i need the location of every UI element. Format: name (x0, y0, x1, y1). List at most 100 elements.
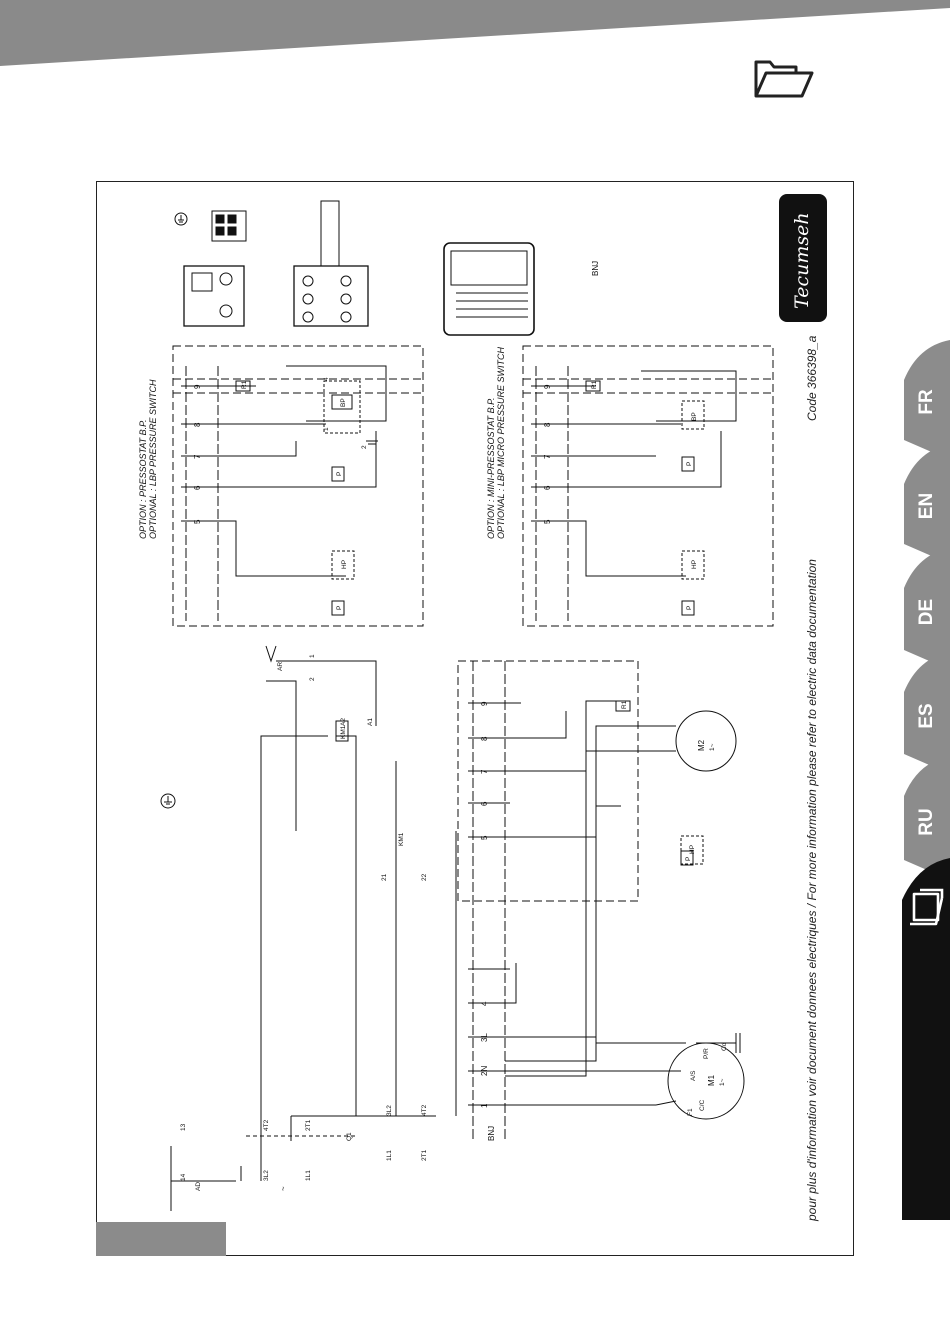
tab-ru-label: RU (916, 808, 937, 835)
left-2t1: 2T1 (305, 1119, 312, 1131)
option-mini-r1: R1 (591, 380, 598, 389)
km1-label: KM1 (340, 725, 347, 739)
contact-2t1: 2T1 (421, 1149, 428, 1161)
as-label: A/S (690, 1070, 697, 1081)
tecumseh-logo: Tecumseh (779, 194, 827, 322)
option-mini-box (522, 345, 774, 627)
left-1l1: 1L1 (305, 1170, 312, 1181)
main-terminal-5: 5 (480, 835, 489, 840)
option-bp-terminal-5: 5 (193, 519, 202, 524)
ad-label: AD (195, 1182, 202, 1191)
option-mini-title-en: OPTIONAL : LBP MICRO PRESSURE SWITCH (496, 346, 506, 539)
contact-21: 21 (381, 873, 388, 881)
main-terminal-2n: 2N (480, 1066, 489, 1076)
option-mini-p1: P (686, 606, 693, 610)
a2-label: A2 (340, 718, 347, 726)
small-terminal-sketch (211, 210, 247, 242)
document-folder-icon (910, 888, 944, 926)
main-terminal-1: 1 (480, 1103, 489, 1108)
earth-symbol-top (174, 212, 188, 226)
option-mini-terminal-8: 8 (543, 422, 552, 427)
contact-3l2: 3L2 (386, 1105, 393, 1116)
option-bp-hp: HP (341, 560, 348, 569)
option-bp-terminal-7: 7 (193, 454, 202, 459)
option-bp-p1: P (336, 606, 343, 610)
motor-m2 (675, 710, 737, 772)
folder-icon (754, 60, 814, 98)
main-terminal-6: 6 (480, 801, 489, 806)
tab-documents[interactable] (902, 858, 950, 1220)
m2-phase: 1~ (709, 743, 716, 751)
option-mini-terminal-7: 7 (543, 454, 552, 459)
option-mini-title-fr: OPTION : MINI-PRESSOSTAT B.P. (486, 397, 496, 539)
option-mini-terminal-6: 6 (543, 485, 552, 490)
ar-contact-1: 1 (309, 654, 316, 658)
f1-label: F1 (687, 1108, 694, 1116)
header-band (0, 0, 950, 66)
tab-ru[interactable]: RU (904, 756, 950, 880)
option-bp-terminal-8: 8 (193, 422, 202, 427)
km1-coil (335, 720, 349, 742)
contact-1l1: 1L1 (386, 1150, 393, 1161)
contact-22: 22 (421, 873, 428, 881)
a1-label: A1 (367, 718, 374, 726)
main-terminal-7: 7 (480, 769, 489, 774)
language-tabs: FR EN DE ES RU (902, 340, 950, 1220)
relay-sketch (183, 265, 245, 327)
cd-label: Cd (721, 1042, 728, 1051)
option-bp-p2: P (336, 472, 343, 476)
bnj-photo-sketch (443, 242, 535, 336)
option-bp-c1: 1 (323, 427, 330, 431)
option-mini-terminal-9: 9 (543, 384, 552, 389)
tab-de[interactable]: DE (904, 548, 950, 670)
q1-label: Q1 (346, 1132, 353, 1141)
option-bp-title-en: OPTIONAL : LBP PRESSURE SWITCH (148, 379, 158, 539)
km1-main-label: KM1 (398, 832, 405, 846)
pr-label: P/R (703, 1048, 710, 1059)
ar-label: AR (277, 662, 284, 671)
main-terminal-8: 8 (480, 736, 489, 741)
bnj-option-box (457, 660, 639, 902)
diagram-frame (96, 181, 854, 1256)
main-terminal-9: 9 (480, 701, 489, 706)
main-terminal-4: 4 (480, 1001, 489, 1006)
tab-fr[interactable]: FR (904, 340, 950, 460)
ac-symbol: ~ (279, 1186, 288, 1191)
footnote: pour plus d'information voir document do… (805, 559, 819, 1222)
main-hp: HP (689, 845, 696, 854)
main-bnj-label: BNJ (487, 1126, 496, 1141)
option-bp-c2: 2 (361, 445, 368, 449)
option-mini-terminal-5: 5 (543, 519, 552, 524)
main-p: P (685, 857, 692, 861)
m2-label: M2 (697, 739, 706, 751)
m1-phase: 1~ (719, 1078, 726, 1086)
m1-label: M1 (707, 1074, 716, 1086)
terminal-block-sketch (293, 200, 369, 327)
tab-en[interactable]: EN (904, 444, 950, 564)
document-code: Code 366398_a (805, 335, 819, 421)
left-14: 14 (180, 1173, 187, 1181)
option-bp-terminal-9: 9 (193, 384, 202, 389)
main-terminal-3l: 3L (480, 1033, 489, 1042)
tab-en-label: EN (916, 493, 937, 519)
option-mini-bp: BP (691, 412, 698, 421)
option-bp-bp: BP (340, 398, 347, 407)
option-bp-terminal-6: 6 (193, 485, 202, 490)
contact-4t2: 4T2 (421, 1104, 428, 1116)
ar-contact-2: 2 (309, 677, 316, 681)
cs-label: C/C (699, 1100, 706, 1112)
wiring-diagram: OPTION : PRESSOSTAT B.P. OPTIONAL : LBP … (138, 194, 827, 1222)
option-bp-box (172, 345, 424, 627)
option-bp-title-fr: OPTION : PRESSOSTAT B.P. (138, 419, 148, 539)
option-bp-r1: R1 (241, 380, 248, 389)
left-3l2: 3L2 (263, 1170, 270, 1181)
earth-symbol-main (160, 793, 176, 809)
option-bp-c4: 4 (323, 377, 330, 381)
option-mini-hp: HP (691, 560, 698, 569)
tecumseh-logo-text: Tecumseh (791, 212, 813, 309)
option-mini-p2: P (686, 462, 693, 466)
main-r1: R1 (621, 700, 628, 709)
tab-es[interactable]: ES (904, 652, 950, 774)
frame-corner-tab (96, 1222, 226, 1256)
left-4t2: 4T2 (263, 1119, 270, 1131)
